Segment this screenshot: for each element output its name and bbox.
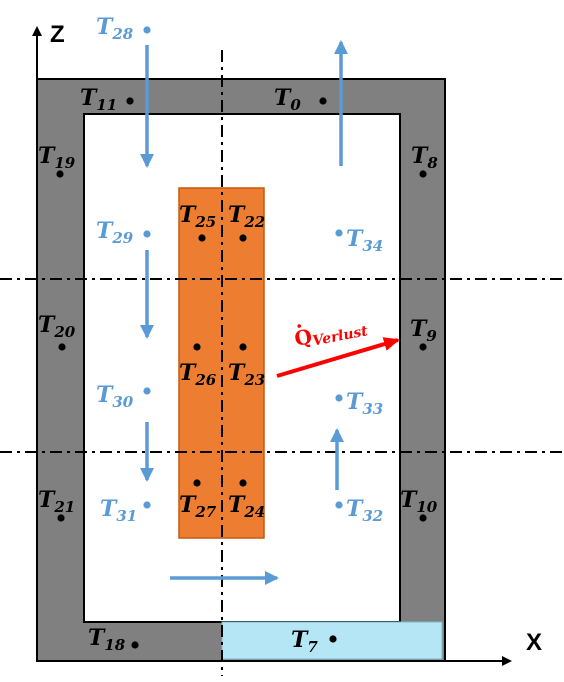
sensor-label-t10: T10 — [400, 487, 438, 516]
sensor-t19: T19 — [38, 143, 76, 178]
sensor-label-t20: T20 — [38, 312, 76, 341]
sensor-t29: T29 — [96, 218, 151, 247]
sensor-label-t25: T25 — [179, 202, 216, 231]
sensor-label-t18: T18 — [88, 625, 126, 654]
heat-loss-arrow — [276, 337, 400, 378]
sensor-t18: T18 — [88, 625, 139, 654]
sensor-t8: T8 — [411, 143, 438, 178]
sensor-dot-t10 — [419, 514, 427, 522]
sensor-dot-t23 — [239, 343, 247, 351]
sensor-dot-t28 — [143, 26, 151, 34]
x-axis-label: X — [526, 629, 542, 656]
sensor-t27: T27 — [179, 479, 217, 521]
sensor-label-t27: T27 — [179, 492, 217, 521]
sensor-label-t23: T23 — [228, 360, 265, 389]
sensor-label-t31: T31 — [100, 496, 137, 525]
sensor-label-t26: T26 — [179, 360, 217, 389]
sensor-dot-t18 — [131, 641, 139, 649]
sensor-dot-t26 — [193, 343, 201, 351]
sensor-t10: T10 — [400, 487, 438, 522]
sensor-t24: T24 — [228, 479, 265, 521]
sensor-t0: T0 — [274, 85, 327, 114]
sensor-t9: T9 — [410, 316, 437, 351]
sensor-dot-t27 — [193, 479, 201, 487]
sensor-dot-t34 — [335, 229, 343, 237]
sensor-t7: T7 — [291, 627, 337, 656]
sensor-dot-t7 — [329, 635, 337, 643]
z-axis-label: Z — [50, 21, 65, 48]
sensor-dot-t11 — [126, 97, 134, 105]
sensor-label-t21: T21 — [38, 487, 75, 516]
sensor-t34: T34 — [335, 226, 383, 255]
sensor-t22: T22 — [228, 202, 265, 242]
sensor-t28: T28 — [96, 14, 151, 43]
sensor-t31: T31 — [100, 496, 151, 525]
sensor-dot-t8 — [419, 170, 427, 178]
sensor-t30: T30 — [96, 382, 151, 411]
sensor-dot-t9 — [419, 343, 427, 351]
sensor-dot-t19 — [56, 170, 64, 178]
sensor-label-t8: T8 — [411, 143, 438, 172]
sensor-label-t29: T29 — [96, 218, 134, 247]
sensor-label-t0: T0 — [274, 85, 301, 114]
sensor-t25: T25 — [179, 202, 216, 242]
sensor-dot-t33 — [335, 394, 343, 402]
sensor-label-t32: T32 — [346, 496, 383, 525]
sensor-label-t28: T28 — [96, 14, 134, 43]
sensor-dot-t29 — [143, 230, 151, 238]
sensor-dot-t0 — [319, 97, 327, 105]
sensor-dot-t32 — [335, 501, 343, 509]
sensor-dot-t31 — [143, 501, 151, 509]
sensor-dot-t21 — [57, 514, 65, 522]
sensor-t33: T33 — [335, 389, 383, 418]
sensor-dot-t25 — [198, 234, 206, 242]
sensor-t32: T32 — [335, 496, 383, 525]
sensor-label-t7: T7 — [291, 627, 318, 656]
sensor-label-t33: T33 — [346, 389, 383, 418]
sensor-dot-t22 — [239, 234, 247, 242]
sensor-label-t30: T30 — [96, 382, 134, 411]
sensor-label-t19: T19 — [38, 143, 76, 172]
sensor-dot-t30 — [143, 387, 151, 395]
sensor-t20: T20 — [38, 312, 76, 351]
sensor-label-t34: T34 — [346, 226, 383, 255]
sensor-dot-t24 — [239, 479, 247, 487]
sensor-label-t11: T11 — [80, 85, 117, 114]
sensor-dot-t20 — [58, 343, 66, 351]
sensor-t21: T21 — [38, 487, 75, 522]
sensor-t11: T11 — [80, 85, 134, 114]
sensor-label-t24: T24 — [228, 492, 265, 521]
sensor-label-t22: T22 — [228, 202, 265, 231]
sensor-t23: T23 — [228, 343, 265, 389]
sensor-label-t9: T9 — [410, 316, 437, 345]
sensor-t26: T26 — [179, 343, 217, 389]
